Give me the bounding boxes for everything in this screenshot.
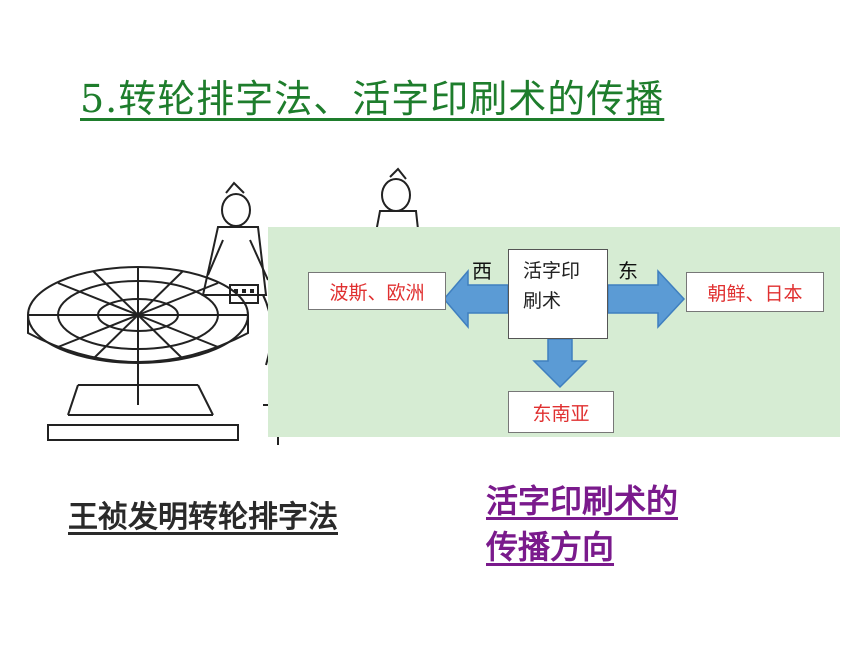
movable-type-box: 活字印 刷术	[508, 249, 608, 339]
diffusion-diagram-panel: 活字印 刷术 西 东 波斯、欧洲 朝鲜、日本 东南亚	[268, 227, 840, 437]
west-label: 西	[472, 259, 492, 283]
south-arrow	[532, 338, 588, 389]
center-label-line1: 活字印	[523, 260, 581, 282]
caption-right-line1: 活字印刷术的	[486, 482, 679, 520]
persia-europe-box: 波斯、欧洲	[308, 272, 446, 310]
center-label-line2: 刷术	[523, 290, 562, 312]
diagram-arrows	[443, 268, 686, 389]
diffusion-direction-caption: 活字印刷术的 传播方向	[486, 478, 678, 570]
wang-zhen-caption: 王祯发明转轮排字法	[68, 500, 338, 535]
west-arrow	[443, 268, 509, 330]
slide-title: 5.转轮排字法、活字印刷术的传播	[80, 77, 665, 121]
revolving-type-table-illustration	[27, 167, 425, 445]
east-arrow	[607, 269, 686, 329]
korea-japan-box: 朝鲜、日本	[686, 272, 824, 312]
caption-right-line2: 传播方向	[486, 528, 615, 566]
southeast-asia-box: 东南亚	[508, 391, 614, 433]
east-label: 东	[618, 259, 638, 283]
